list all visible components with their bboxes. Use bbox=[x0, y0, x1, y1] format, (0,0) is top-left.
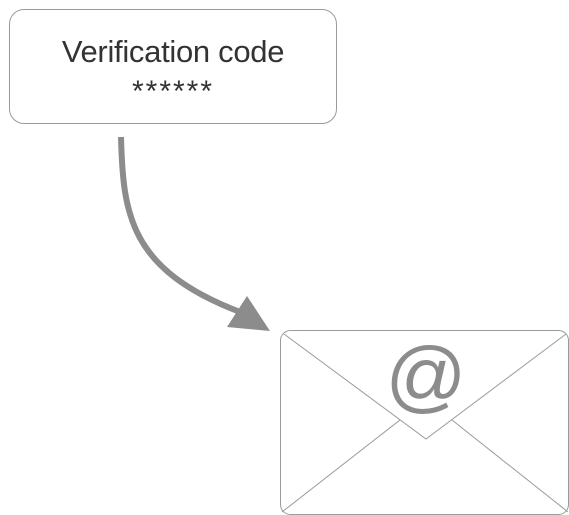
verification-code-box: Verification code ****** bbox=[9, 9, 337, 124]
masked-code: ****** bbox=[131, 75, 215, 108]
at-symbol-icon: @ bbox=[385, 331, 467, 420]
verification-code-label: Verification code bbox=[61, 34, 285, 69]
